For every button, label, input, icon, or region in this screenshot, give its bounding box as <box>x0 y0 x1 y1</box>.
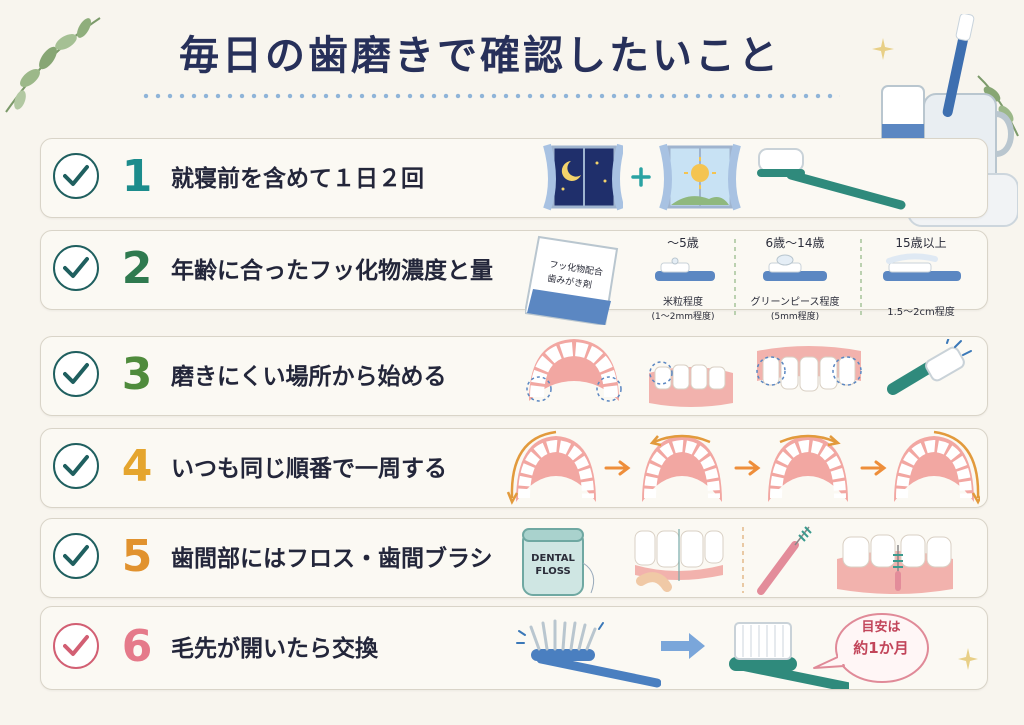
arrow-right-icon <box>860 460 887 476</box>
item-label: 歯間部にはフロス・歯間ブラシ <box>171 546 493 572</box>
fluoride-amount-15-plus: 15歳以上 1.5〜2cm程度 <box>883 236 961 318</box>
item-label: いつも同じ順番で一周する <box>171 456 447 482</box>
item-number: 1 <box>121 151 153 202</box>
item-number: 4 <box>121 441 153 492</box>
floss-label-line1: DENTAL <box>531 553 575 564</box>
arrow-right-icon <box>734 460 761 476</box>
item-label: 毛先が開いたら交換 <box>171 636 378 662</box>
sparkle-icon <box>958 648 978 670</box>
toothbrush-icon <box>757 148 906 210</box>
jaw-step-1 <box>506 430 596 505</box>
age-group-label: 6歳〜14歳 <box>766 236 825 250</box>
divider-dashed <box>860 239 862 319</box>
side-teeth-icon <box>649 361 733 407</box>
leaf-branch-right-icon <box>977 75 1019 137</box>
item-number: 5 <box>121 531 153 582</box>
bubble-line-2: 約1か月 <box>853 639 909 657</box>
checklist-row-2: 2 年齢に合ったフッ化物濃度と量 フッ化物配合 歯みがき剤 〜5歳 米粒程度 (… <box>40 230 988 325</box>
checklist-row-1: 1 就寝前を含めて１日２回 <box>40 138 988 218</box>
amount-label: 1.5〜2cm程度 <box>887 305 955 318</box>
toothbrush-head-icon <box>887 339 972 395</box>
front-teeth-icon <box>756 346 862 392</box>
interdental-brush-icon <box>757 526 812 595</box>
fluoride-amount-under-5: 〜5歳 米粒程度 (1〜2mm程度) <box>651 236 715 322</box>
checklist-row-5: 5 歯間部にはフロス・歯間ブラシ DENTAL FLOSS <box>40 518 988 598</box>
plus-icon <box>631 167 651 187</box>
checklist-row-6: 6 毛先が開いたら交換 <box>40 606 988 690</box>
item-label: 年齢に合ったフッ化物濃度と量 <box>171 258 493 284</box>
jaw-step-4 <box>894 430 980 505</box>
item-label: 磨きにくい場所から始める <box>171 364 447 390</box>
upper-jaw-icon <box>526 339 622 402</box>
check-circle-icon <box>53 351 99 397</box>
fluoride-amount-6-14: 6歳〜14歳 グリーンピース程度 (5mm程度) <box>751 236 840 322</box>
bubble-line-1: 目安は <box>861 620 901 635</box>
age-group-label: 〜5歳 <box>667 236 699 250</box>
speech-bubble-icon <box>813 613 929 683</box>
arrow-right-icon <box>661 633 705 659</box>
check-circle-icon <box>53 443 99 489</box>
toothpaste-tube-icon: フッ化物配合 歯みがき剤 <box>525 235 619 325</box>
check-circle-icon <box>53 533 99 579</box>
amount-detail: (5mm程度) <box>771 310 819 322</box>
brushing-order-diagram <box>506 430 980 505</box>
teeth-interdental-icon <box>837 534 953 594</box>
item-number: 2 <box>121 243 153 294</box>
item-number: 3 <box>121 349 153 400</box>
replace-guideline-text: 目安は 約1か月 <box>838 618 924 682</box>
title-dotted-underline <box>140 92 840 100</box>
sparkle-icon <box>872 38 894 60</box>
floss-label-line2: FLOSS <box>535 566 570 577</box>
flossing-teeth-icon <box>634 529 724 592</box>
amount-label: グリーンピース程度 <box>751 295 840 308</box>
age-group-label: 15歳以上 <box>895 236 946 250</box>
dental-floss-box-icon: DENTAL FLOSS <box>522 528 595 596</box>
divider-dashed <box>742 527 744 593</box>
jaw-step-2 <box>642 434 722 502</box>
new-toothbrush-icon <box>729 622 849 689</box>
check-circle-icon <box>53 153 99 199</box>
amount-label: 米粒程度 <box>663 295 703 308</box>
item-number: 6 <box>121 621 153 672</box>
worn-toothbrush-icon <box>516 619 661 688</box>
leaf-branch-left-icon <box>5 17 101 113</box>
divider-dashed <box>734 239 736 319</box>
checklist-row-3: 3 磨きにくい場所から始める <box>40 336 988 416</box>
page-title: 毎日の歯磨きで確認したいこと <box>179 33 781 79</box>
check-circle-icon <box>53 245 99 291</box>
night-window-icon <box>543 143 623 211</box>
day-window-icon <box>659 143 741 211</box>
item-label: 就寝前を含めて１日２回 <box>171 166 424 192</box>
arrow-right-icon <box>604 460 631 476</box>
jaw-step-3 <box>768 434 848 502</box>
check-circle-icon <box>53 623 99 669</box>
amount-detail: (1〜2mm程度) <box>651 310 714 322</box>
